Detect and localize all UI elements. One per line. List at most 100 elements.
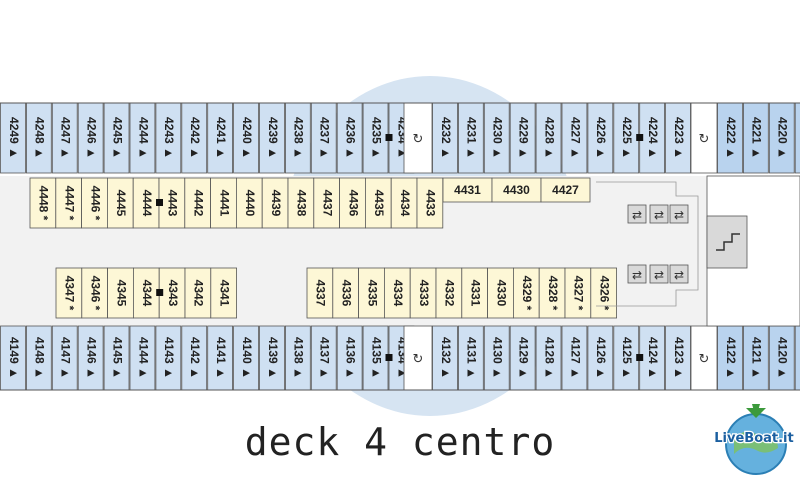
cabin-number: 4239 ▲ (266, 117, 280, 159)
cabin-number: 4341 (218, 280, 232, 307)
cabin-number: 4345 (114, 280, 128, 307)
lobby-outline (596, 181, 699, 307)
inner-top-cabin: 4440 (235, 177, 263, 229)
cabin-number: 4344 (140, 280, 154, 307)
cabin-number: 4146 ▲ (84, 337, 98, 379)
inner-bottom-right-cabin: 4329 * (513, 267, 540, 319)
square-marker-icon (156, 199, 163, 206)
cabin-number: 4226 ▲ (594, 117, 608, 159)
cabin-number: 4441 (217, 190, 231, 217)
inner-top-cabin: 4433 (416, 177, 444, 229)
cabin-number: 4145 ▲ (110, 337, 124, 379)
elevator-icon (669, 264, 689, 284)
cabin-box (207, 325, 233, 391)
cabin-box (561, 325, 588, 391)
cabin-number: 4446 * (88, 186, 102, 221)
cabin-number: 4132 ▲ (439, 337, 453, 379)
bottom-row-cabin: 4122 ▲ (717, 325, 743, 391)
inner-bottom-left-cabin: 4341 (210, 267, 238, 319)
inner-bottom-left-cabin: 4344 (132, 267, 160, 319)
cabin-box (55, 177, 82, 229)
elevator-arrows-icon: ⇄ (632, 208, 642, 222)
bottom-row-cabin: 4132 ▲ (432, 325, 458, 391)
cabin-number: 4128 ▲ (542, 337, 556, 379)
cabin-number: 4330 (494, 280, 508, 307)
top-row-cabin: 4232 ▲ (432, 102, 458, 174)
elevator-arrows-icon: ⇄ (674, 208, 684, 222)
top-row-cabin: 4228 ▲ (535, 102, 562, 174)
cabin-number: 4224 ▲ (646, 117, 660, 159)
top-row-cabin: 4238 ▲ (284, 102, 311, 174)
cabin-number: 4331 (469, 280, 483, 307)
cabin-box (457, 325, 484, 391)
bottom-row-cabin: 4140 ▲ (233, 325, 259, 391)
square-marker-icon (385, 134, 393, 141)
top-row-cabin: 4240 ▲ (233, 102, 259, 174)
cabin-box (613, 325, 640, 391)
cabin-box (207, 102, 233, 174)
inner-bottom-left-cabin: 4343 (158, 267, 186, 319)
stairs-icon (716, 233, 740, 251)
inner-top-cabin: 4434 (390, 177, 418, 229)
bottom-row-cabin: 4120 ▲ (768, 325, 795, 391)
cabin-box (561, 102, 588, 174)
cabin-box (235, 177, 263, 229)
inner-top-cabin: 4436 (339, 177, 366, 229)
cabin-box (284, 325, 311, 391)
cabin-number: 4147 ▲ (59, 337, 73, 379)
elevator-icon (627, 204, 647, 224)
top-row-cabin: 4237 ▲ (310, 102, 337, 174)
cabin-number: 4230 ▲ (491, 117, 505, 159)
cabin-box (107, 177, 134, 229)
top-row-cabin: 4221 ▲ (743, 102, 769, 174)
cabin-number: 4447 * (63, 186, 77, 221)
cabin-box (51, 102, 78, 174)
bottom-row-cabin: 4125 ▲ (613, 325, 640, 391)
elevator-icon (669, 204, 689, 224)
cabin-box (509, 325, 536, 391)
cabin-number: 4141 ▲ (214, 337, 228, 379)
cabin-number: 4149 ▲ (7, 337, 21, 379)
elevator-arrows-icon: ⇄ (674, 268, 684, 282)
inner-bottom-right-cabin: 4331 (461, 267, 488, 319)
square-marker-icon (636, 354, 644, 361)
inner-top-cabin: 4446 * (81, 177, 108, 229)
inner-top-cabin: 4445 (107, 177, 134, 229)
wheelchair-turn-icon: ↻ (699, 132, 710, 147)
cabin-number: 4129 ▲ (516, 337, 530, 379)
cabin-box (564, 267, 592, 319)
bottom-row-cabin: 4127 ▲ (561, 325, 588, 391)
elevator-bank: ⇄⇄⇄⇄⇄⇄ (627, 204, 689, 284)
cabin-number: 4221 ▲ (750, 117, 764, 159)
inner-top-cabin: 4444 (132, 177, 160, 229)
bottom-row-cabin: 4146 ▲ (77, 325, 104, 391)
bottom-row-cabin: 4136 ▲ (336, 325, 363, 391)
service-room (690, 102, 718, 174)
cabin-box (743, 102, 769, 174)
cabin-number: 4334 (391, 280, 405, 307)
cabin-box (184, 177, 212, 229)
cabin-number: 4237 ▲ (318, 117, 332, 159)
cabin-number: 4135 ▲ (369, 337, 383, 379)
cabin-box (332, 267, 359, 319)
cabin-box (535, 102, 562, 174)
cabin-number: 4242 ▲ (188, 117, 202, 159)
cabin-number: 4434 (398, 190, 412, 217)
cabin-box (129, 325, 156, 391)
cabin-box (306, 267, 334, 319)
cabin-number: 4246 ▲ (84, 117, 98, 159)
elevator-icon (649, 204, 669, 224)
cabin-box (540, 177, 591, 203)
cabin-box (483, 102, 510, 174)
cabin-number: 4332 (443, 280, 457, 307)
cabin-number: 4238 ▲ (292, 117, 306, 159)
cabin-number: 4328 * (546, 276, 560, 311)
cabin-box (383, 267, 411, 319)
service-room (690, 325, 718, 391)
cabin-box (103, 102, 130, 174)
top-row-cabin: 4225 ▲ (613, 102, 640, 174)
top-row-cabin: 4249 ▲ (0, 102, 26, 174)
bottom-row-cabin: 4119 ▲ (794, 325, 800, 391)
cabin-box (25, 102, 52, 174)
cabin-box (0, 102, 26, 174)
